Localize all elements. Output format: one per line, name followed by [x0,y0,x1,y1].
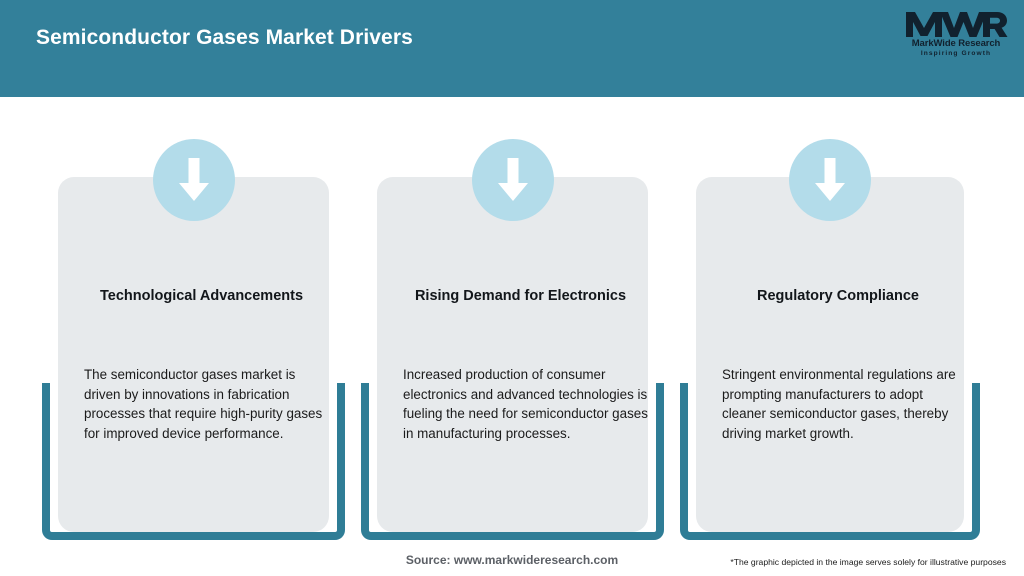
card-heading: Technological Advancements [99,288,304,304]
arrow-down-icon [815,158,845,201]
footer-source-label: Source: www.markwideresearch.com [405,553,619,567]
logo-tagline: Inspiring Growth [920,50,992,57]
footer-disclaimer-label: *The graphic depicted in the image serve… [730,557,1006,567]
card-heading: Regulatory Compliance [757,288,919,304]
card-panel: Regulatory Compliance Stringent environm… [696,177,964,532]
card-panel: Technological Advancements The semicondu… [58,177,329,532]
card-body-text: The semiconductor gases market is driven… [84,367,323,441]
card-heading: Rising Demand for Electronics [414,288,627,304]
card-icon-circle [471,139,554,221]
mwr-logo-icon [906,12,1008,37]
arrow-down-icon [497,158,528,201]
card-accent-bracket [361,383,664,540]
card-body-text: Increased production of consumer electro… [403,367,648,441]
brand-logo: MarkWide Research Inspiring Growth [904,9,1008,61]
card-body-text: Stringent environmental regulations are … [722,367,956,441]
logo-company-name: MarkWide Research [911,38,1001,49]
page-title: Semiconductor Gases Market Drivers [36,26,413,49]
card-accent-bracket [42,383,345,540]
card-panel: Rising Demand for Electronics Increased … [377,177,648,532]
header-bar [0,0,1024,97]
card-accent-bracket [680,383,980,540]
card-icon-circle [789,139,871,221]
card-icon-circle [152,139,235,221]
arrow-down-icon [178,158,209,201]
